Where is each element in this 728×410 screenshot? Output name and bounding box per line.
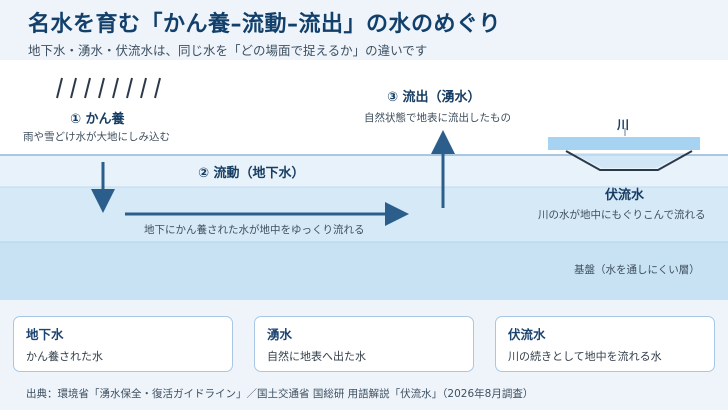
card-groundwater: 地下水 かん養された水 bbox=[13, 316, 233, 372]
step2-note: 地下にかん養された水が地中をゆっくり流れる bbox=[144, 224, 365, 236]
card-desc: かん養された水 bbox=[26, 350, 103, 363]
subsurface-flow-note: 川の水が地中にもぐりこんで流れる bbox=[538, 209, 706, 221]
page-subtitle: 地下水・湧水・伏流水は、同じ水を「どの場面で捉えるか」の違いです bbox=[28, 43, 428, 58]
card-spring-water: 湧水 自然に地表へ出た水 bbox=[254, 316, 474, 372]
step3-note: 自然状態で地表に流出したもの bbox=[364, 112, 511, 124]
header: 名水を育む「かん養–流動–流出」の水のめぐり 地下水・湧水・伏流水は、同じ水を「… bbox=[0, 0, 728, 60]
bedrock-label: 基盤（水を通しにくい層） bbox=[574, 264, 700, 276]
card-title: 湧水 bbox=[267, 327, 293, 342]
riverbed-channel bbox=[565, 150, 693, 171]
river-surface bbox=[548, 137, 700, 150]
step1-note: 雨や雪どけ水が大地にしみ込む bbox=[23, 131, 170, 143]
subsurface-flow-water bbox=[572, 153, 686, 168]
step1-title: ① かん養 bbox=[70, 112, 125, 127]
card-subsurface-flow: 伏流水 川の続きとして地中を流れる水 bbox=[495, 316, 715, 372]
card-desc: 川の続きとして地中を流れる水 bbox=[508, 350, 662, 363]
rain-icon bbox=[56, 77, 161, 99]
bedrock-layer bbox=[0, 242, 728, 300]
subsurface-flow-title: 伏流水 bbox=[605, 188, 645, 203]
card-title: 地下水 bbox=[26, 327, 64, 342]
card-title: 伏流水 bbox=[508, 327, 546, 342]
step3-title: ③ 流出（湧水） bbox=[387, 90, 481, 105]
water-cycle-diagram bbox=[0, 60, 728, 300]
card-desc: 自然に地表へ出た水 bbox=[267, 350, 366, 363]
source-citation: 出典：環境省「湧水保全・復活ガイドライン」／国土交通省 国総研 用語解説「伏流水… bbox=[26, 388, 534, 400]
river-label: 川 bbox=[617, 118, 630, 132]
step2-title: ② 流動（地下水） bbox=[198, 166, 305, 181]
page-title: 名水を育む「かん養–流動–流出」の水のめぐり bbox=[28, 12, 502, 37]
